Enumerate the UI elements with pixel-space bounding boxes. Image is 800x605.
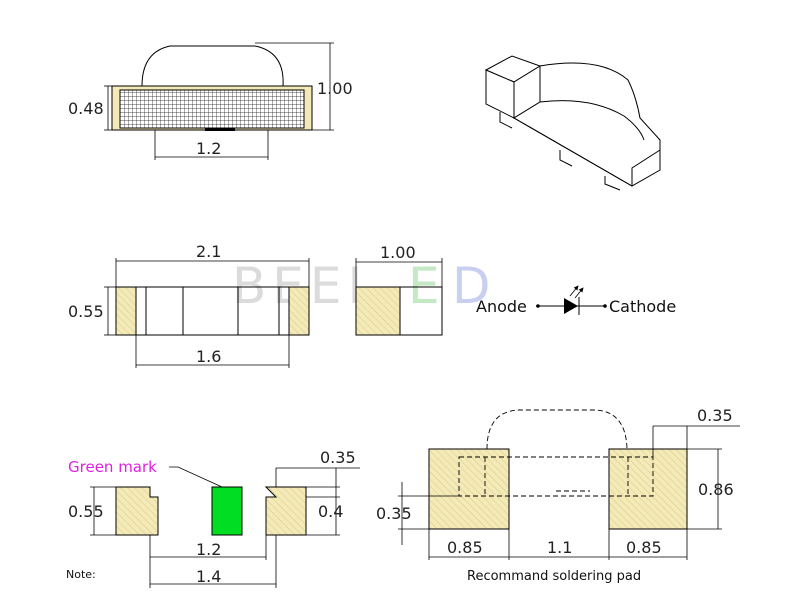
pad-width-right-label: 0.85 [626, 538, 662, 557]
svg-text:D: D [452, 257, 497, 315]
bottom-pad-right-label: 0.4 [318, 502, 343, 521]
end-width-label: 1.00 [380, 243, 416, 262]
bottom-view: Green mark 0.35 0.55 0.4 1.2 1.4 [68, 448, 360, 588]
pad-left-label: 0.35 [376, 504, 412, 523]
solder-pad-left [428, 448, 510, 530]
bottom-pad-top-label: 0.35 [320, 448, 356, 467]
lens-dome [141, 45, 284, 87]
top-view: 2.1 0.55 1.6 [68, 242, 310, 368]
cathode-label: Cathode [609, 297, 676, 316]
bottom-height-label: 0.55 [68, 502, 104, 521]
side-view: 0.48 1.00 1.2 [68, 42, 353, 160]
note-label: Note: [66, 568, 96, 581]
watermark: BEEL E D [232, 257, 497, 315]
green-mark-label: Green mark [68, 458, 157, 476]
pad-width-left-label: 0.85 [447, 538, 483, 557]
svg-text:E: E [408, 257, 446, 315]
pad-height-label: 0.86 [698, 480, 734, 499]
side-height-label: 0.48 [68, 99, 104, 118]
anode-label: Anode [476, 297, 527, 316]
top-inner-label: 1.6 [196, 347, 221, 366]
side-width-label: 1.2 [196, 139, 221, 158]
side-total-height-label: 1.00 [317, 79, 353, 98]
bottom-outer-label: 1.4 [196, 567, 221, 586]
soldering-pad-view: 0.35 0.86 0.35 0.85 1.1 0.85 Recommand s… [376, 406, 740, 584]
side-lens-grid [119, 89, 305, 129]
led-symbol: Anode Cathode [476, 285, 676, 316]
top-length-label: 2.1 [196, 242, 221, 261]
pad-top-label: 0.35 [697, 406, 733, 425]
solder-pad-right [608, 448, 688, 530]
pad-gap-label: 1.1 [547, 538, 572, 557]
end-view: 1.00 [355, 243, 443, 336]
pad-caption: Recommand soldering pad [467, 569, 641, 584]
top-height-label: 0.55 [68, 302, 104, 321]
isometric-view [484, 55, 661, 191]
green-mark [211, 486, 243, 536]
bottom-inner-label: 1.2 [196, 540, 221, 559]
